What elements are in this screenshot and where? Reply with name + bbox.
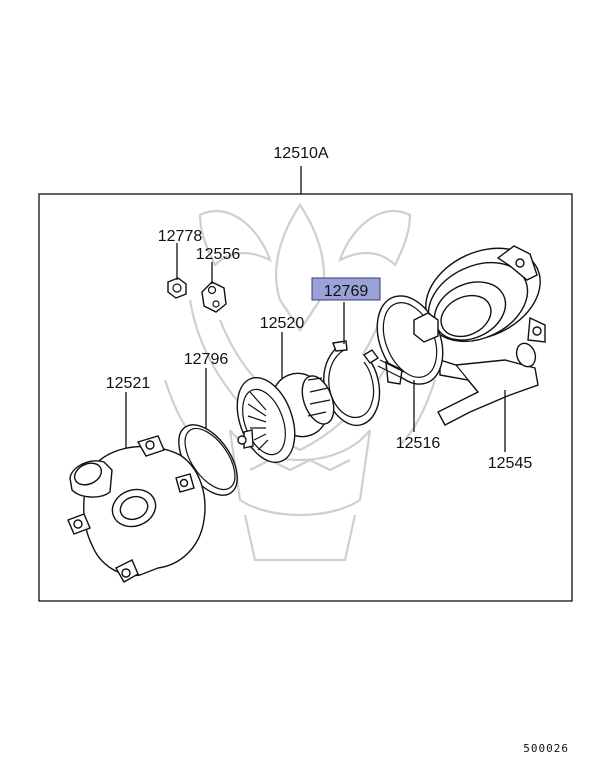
highlight-box — [311, 277, 381, 301]
part-label-12521[interactable]: 12521 — [106, 375, 151, 392]
bracket-icon[interactable] — [201, 281, 227, 313]
v-band-clamp-icon[interactable] — [365, 286, 455, 394]
part-label-12520[interactable]: 12520 — [260, 315, 305, 332]
diagram-frame — [38, 193, 573, 602]
part-label-12769[interactable]: 12769 — [311, 277, 381, 301]
snap-ring-icon[interactable] — [323, 340, 381, 427]
compressor-housing-icon[interactable] — [67, 435, 206, 583]
part-label-12516[interactable]: 12516 — [396, 435, 441, 452]
part-label-12556[interactable]: 12556 — [196, 246, 241, 263]
part-label-12545[interactable]: 12545 — [488, 455, 533, 472]
svg-text:12521: 12521 — [106, 375, 151, 392]
leader-lines — [125, 243, 506, 452]
svg-text:12545: 12545 — [488, 455, 533, 472]
figure-code: 500026 — [523, 742, 569, 755]
svg-text:12520: 12520 — [260, 315, 305, 332]
part-label-12796[interactable]: 12796 — [184, 351, 229, 368]
svg-text:12516: 12516 — [396, 435, 441, 452]
svg-text:12556: 12556 — [196, 246, 241, 263]
svg-text:12769: 12769 — [324, 283, 369, 300]
turbo-cartridge-icon[interactable] — [227, 365, 340, 470]
assembly-label[interactable]: 12510A — [273, 145, 328, 162]
svg-text:12778: 12778 — [158, 228, 203, 245]
part-label-12778[interactable]: 12778 — [158, 228, 203, 245]
turbine-housing-icon[interactable] — [411, 231, 555, 426]
svg-text:12796: 12796 — [184, 351, 229, 368]
nut-icon[interactable] — [167, 277, 187, 299]
